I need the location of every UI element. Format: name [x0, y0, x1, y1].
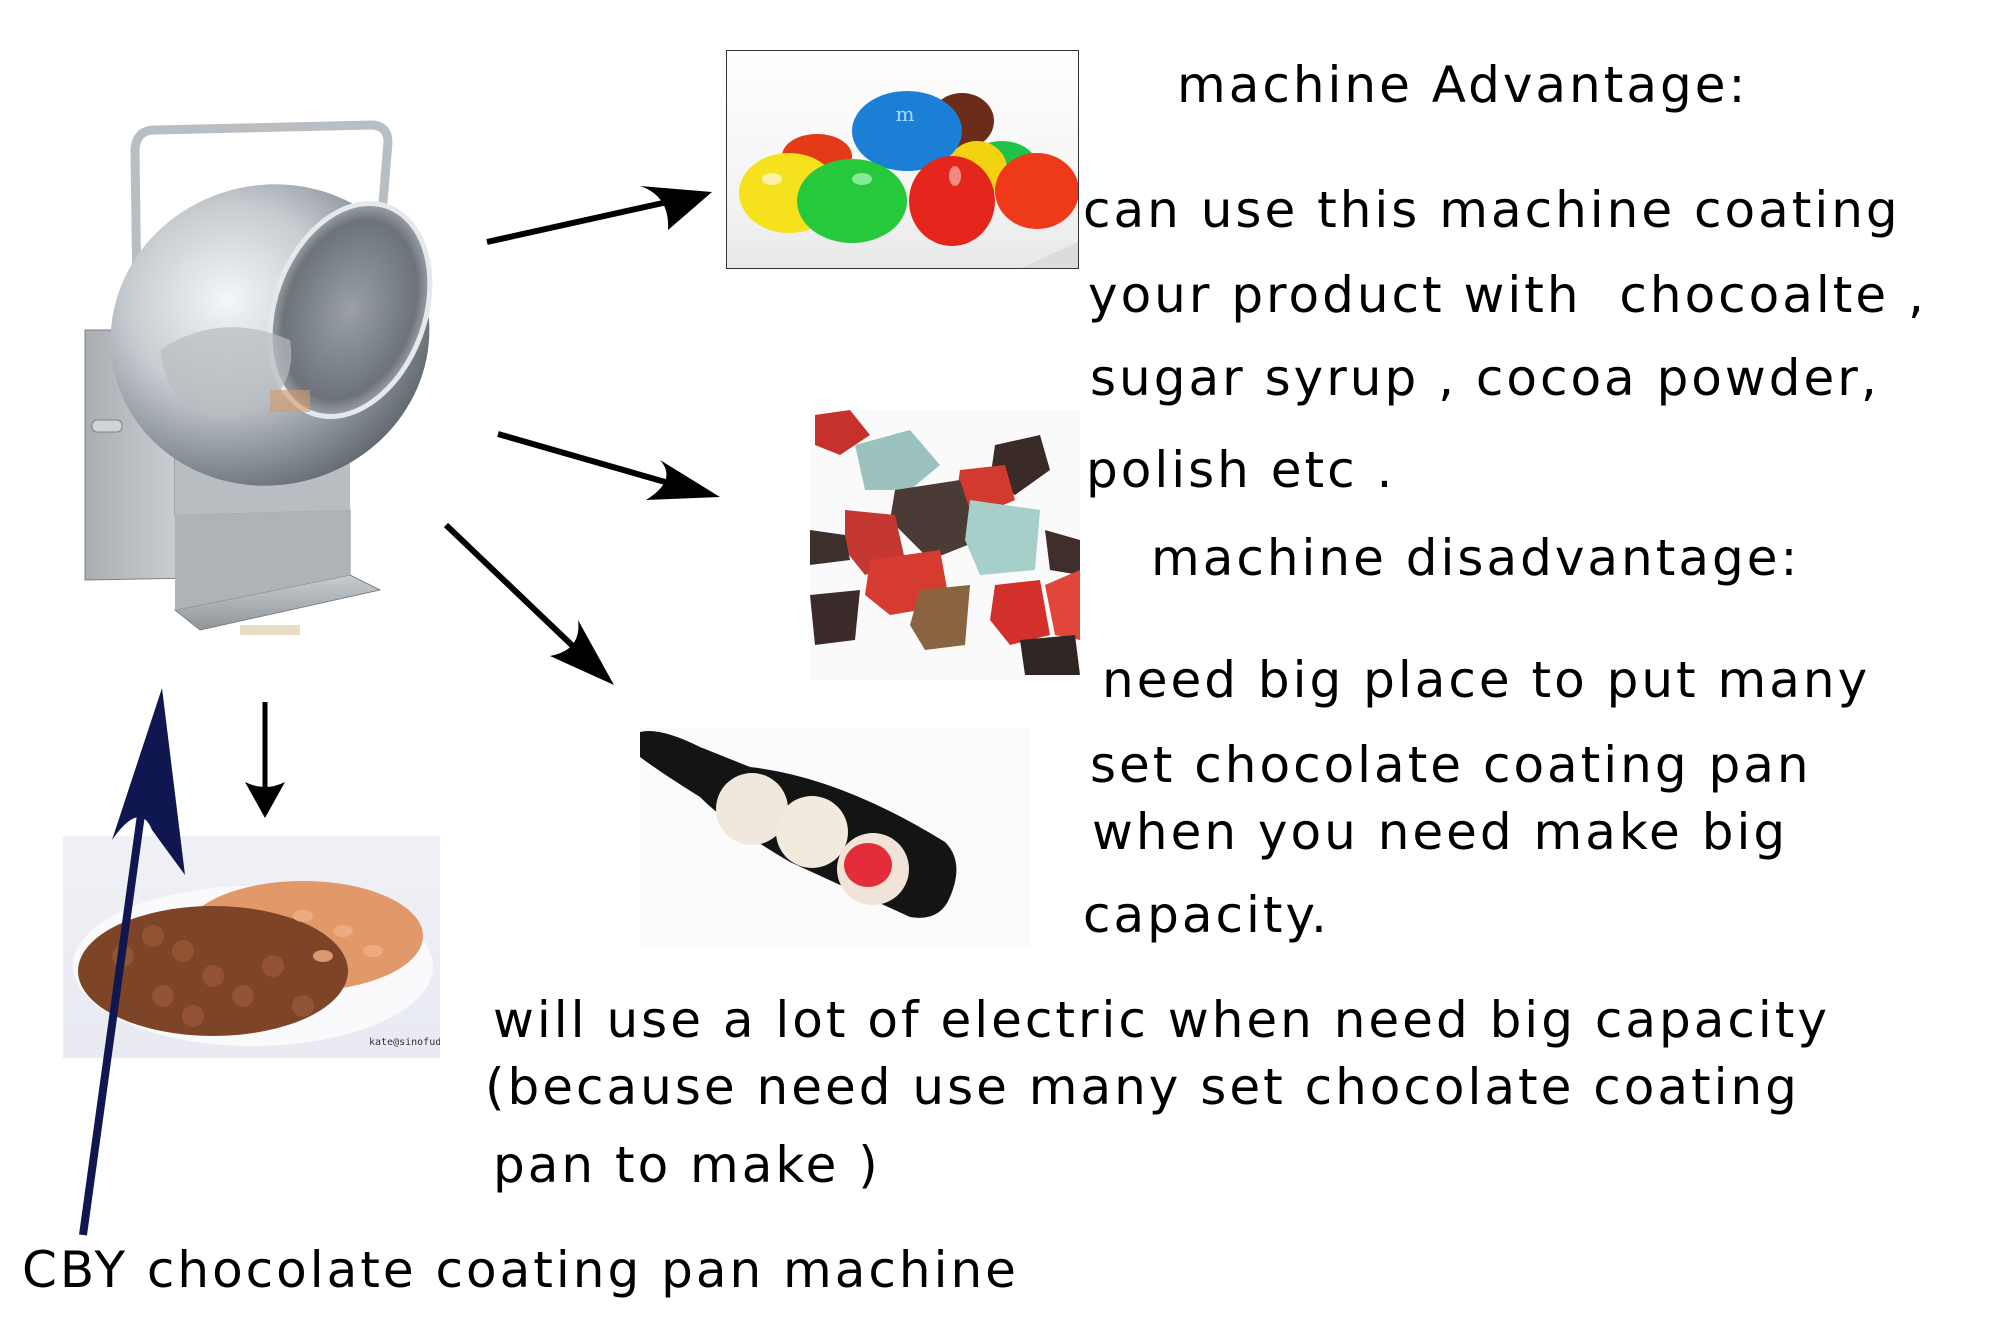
- machine-caption: CBY chocolate coating pan machine: [22, 1241, 1019, 1299]
- machine-photo: [80, 120, 450, 680]
- spoon-icon: [640, 731, 957, 918]
- watermark-text: kate@sinofude.com: [369, 1037, 440, 1048]
- arrow-to-bowl-icon: [245, 702, 285, 818]
- candy-logo: m: [896, 102, 915, 126]
- peanuts-bowl-photo: kate@sinofude.com: [63, 836, 440, 1058]
- electric-note-line: will use a lot of electric when need big…: [493, 991, 1830, 1049]
- chocolate-stones-photo: [810, 410, 1080, 680]
- bowl-icon: [73, 881, 433, 1046]
- spoon-photo: [640, 727, 1030, 948]
- chocolate-stones-icon: [810, 410, 1080, 675]
- advantage-heading: machine Advantage:: [1177, 56, 1749, 114]
- coating-pan-machine-icon: [84, 120, 433, 635]
- electric-note-line: pan to make ): [493, 1136, 881, 1194]
- disadvantage-line: need big place to put many: [1102, 651, 1871, 709]
- candies-icon: m: [739, 91, 1078, 268]
- arrow-to-stones-icon: [497, 431, 720, 500]
- disadvantage-heading: machine disadvantage:: [1151, 529, 1801, 587]
- arrow-to-spoon-icon: [443, 522, 614, 685]
- candies-photo: m: [726, 50, 1079, 269]
- advantage-line: polish etc .: [1086, 441, 1396, 499]
- disadvantage-line: set chocolate coating pan: [1090, 736, 1812, 794]
- advantage-line: sugar syrup , cocoa powder,: [1090, 349, 1880, 407]
- disadvantage-line: capacity.: [1083, 886, 1330, 944]
- advantage-line: your product with chocoalte ,: [1088, 266, 1927, 324]
- arrow-to-candies-icon: [486, 186, 712, 245]
- advantage-line: can use this machine coating: [1083, 181, 1901, 239]
- disadvantage-line: when you need make big: [1092, 803, 1789, 861]
- electric-note-line: (because need use many set chocolate coa…: [485, 1058, 1800, 1116]
